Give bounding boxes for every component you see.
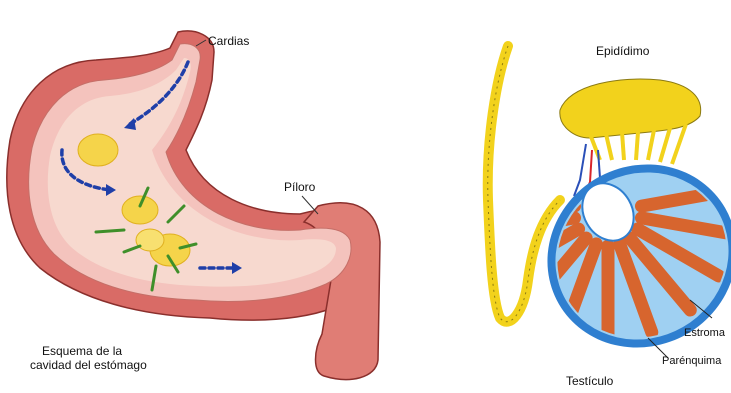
label-parenquima: Parénquima: [662, 354, 721, 368]
stomach-caption-line1: Esquema de la: [42, 344, 122, 358]
vas-deferens: [488, 46, 560, 322]
stomach-caption-line2: cavidad del estómago: [30, 358, 147, 372]
label-estroma: Estroma: [684, 326, 725, 340]
epididymis: [560, 79, 701, 138]
label-piloro: Píloro: [284, 180, 315, 194]
label-cardias: Cardias: [208, 34, 249, 48]
label-epididimo: Epidídimo: [596, 44, 649, 58]
label-testiculo: Testículo: [566, 374, 613, 388]
